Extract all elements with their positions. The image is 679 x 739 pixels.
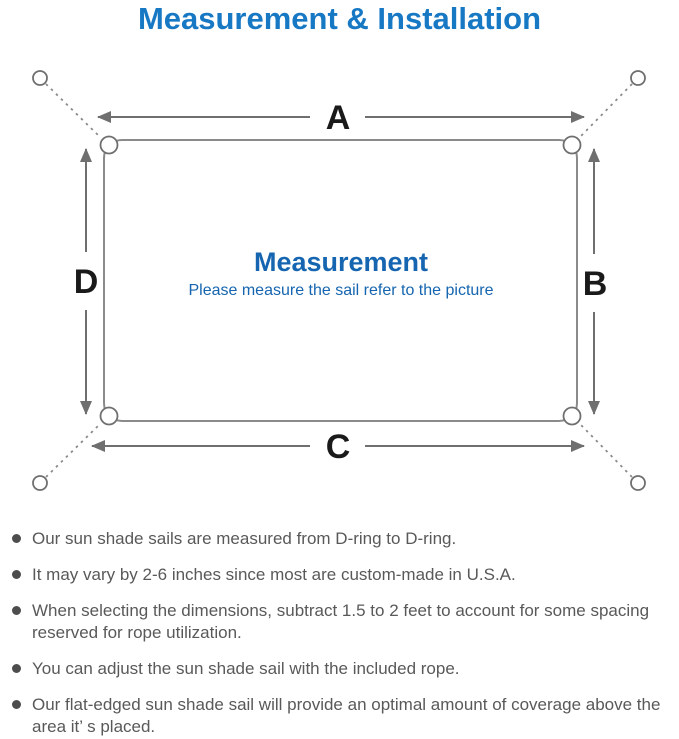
bullet-dot-icon <box>12 700 21 709</box>
anchor-ring-icon <box>32 475 48 491</box>
list-item-text: Our flat-edged sun shade sail will provi… <box>32 695 661 736</box>
list-item-text: It may vary by 2-6 inches since most are… <box>32 565 516 584</box>
tether-line-top-left <box>45 83 101 138</box>
list-item-text: Our sun shade sails are measured from D-… <box>32 529 457 548</box>
bullet-dot-icon <box>12 664 21 673</box>
tether-line-bottom-left <box>45 423 101 478</box>
anchor-ring-icon <box>630 475 646 491</box>
bullet-dot-icon <box>12 570 21 579</box>
tether-line-bottom-right <box>579 423 633 478</box>
list-item: You can adjust the sun shade sail with t… <box>12 658 675 680</box>
d-ring-icon <box>99 135 119 155</box>
dimension-label-c: C <box>326 428 351 466</box>
anchor-ring-icon <box>32 70 48 86</box>
d-ring-icon <box>99 406 119 426</box>
d-ring-icon <box>562 406 582 426</box>
bullet-dot-icon <box>12 606 21 615</box>
diagram-center-heading: Measurement <box>254 247 428 277</box>
sail-outline <box>103 139 578 422</box>
bullet-dot-icon <box>12 534 21 543</box>
dimension-label-a: A <box>326 99 351 137</box>
dimension-label-d: D <box>74 263 99 301</box>
d-ring-icon <box>562 135 582 155</box>
anchor-ring-icon <box>630 70 646 86</box>
list-item-text: You can adjust the sun shade sail with t… <box>32 659 460 678</box>
diagram-center-caption: Please measure the sail refer to the pic… <box>188 282 493 299</box>
page-title: Measurement & Installation <box>137 1 542 36</box>
list-item: It may vary by 2-6 inches since most are… <box>12 564 675 586</box>
sail-measurement-diagram: A C D B Measurement Please measure the s… <box>32 70 646 491</box>
instruction-list: Our sun shade sails are measured from D-… <box>12 528 675 739</box>
list-item-text: When selecting the dimensions, subtract … <box>32 601 650 642</box>
list-item: When selecting the dimensions, subtract … <box>12 600 675 644</box>
dimension-label-b: B <box>583 265 608 303</box>
tether-line-top-right <box>579 83 633 138</box>
list-item: Our sun shade sails are measured from D-… <box>12 528 675 550</box>
list-item: Our flat-edged sun shade sail will provi… <box>12 694 675 738</box>
